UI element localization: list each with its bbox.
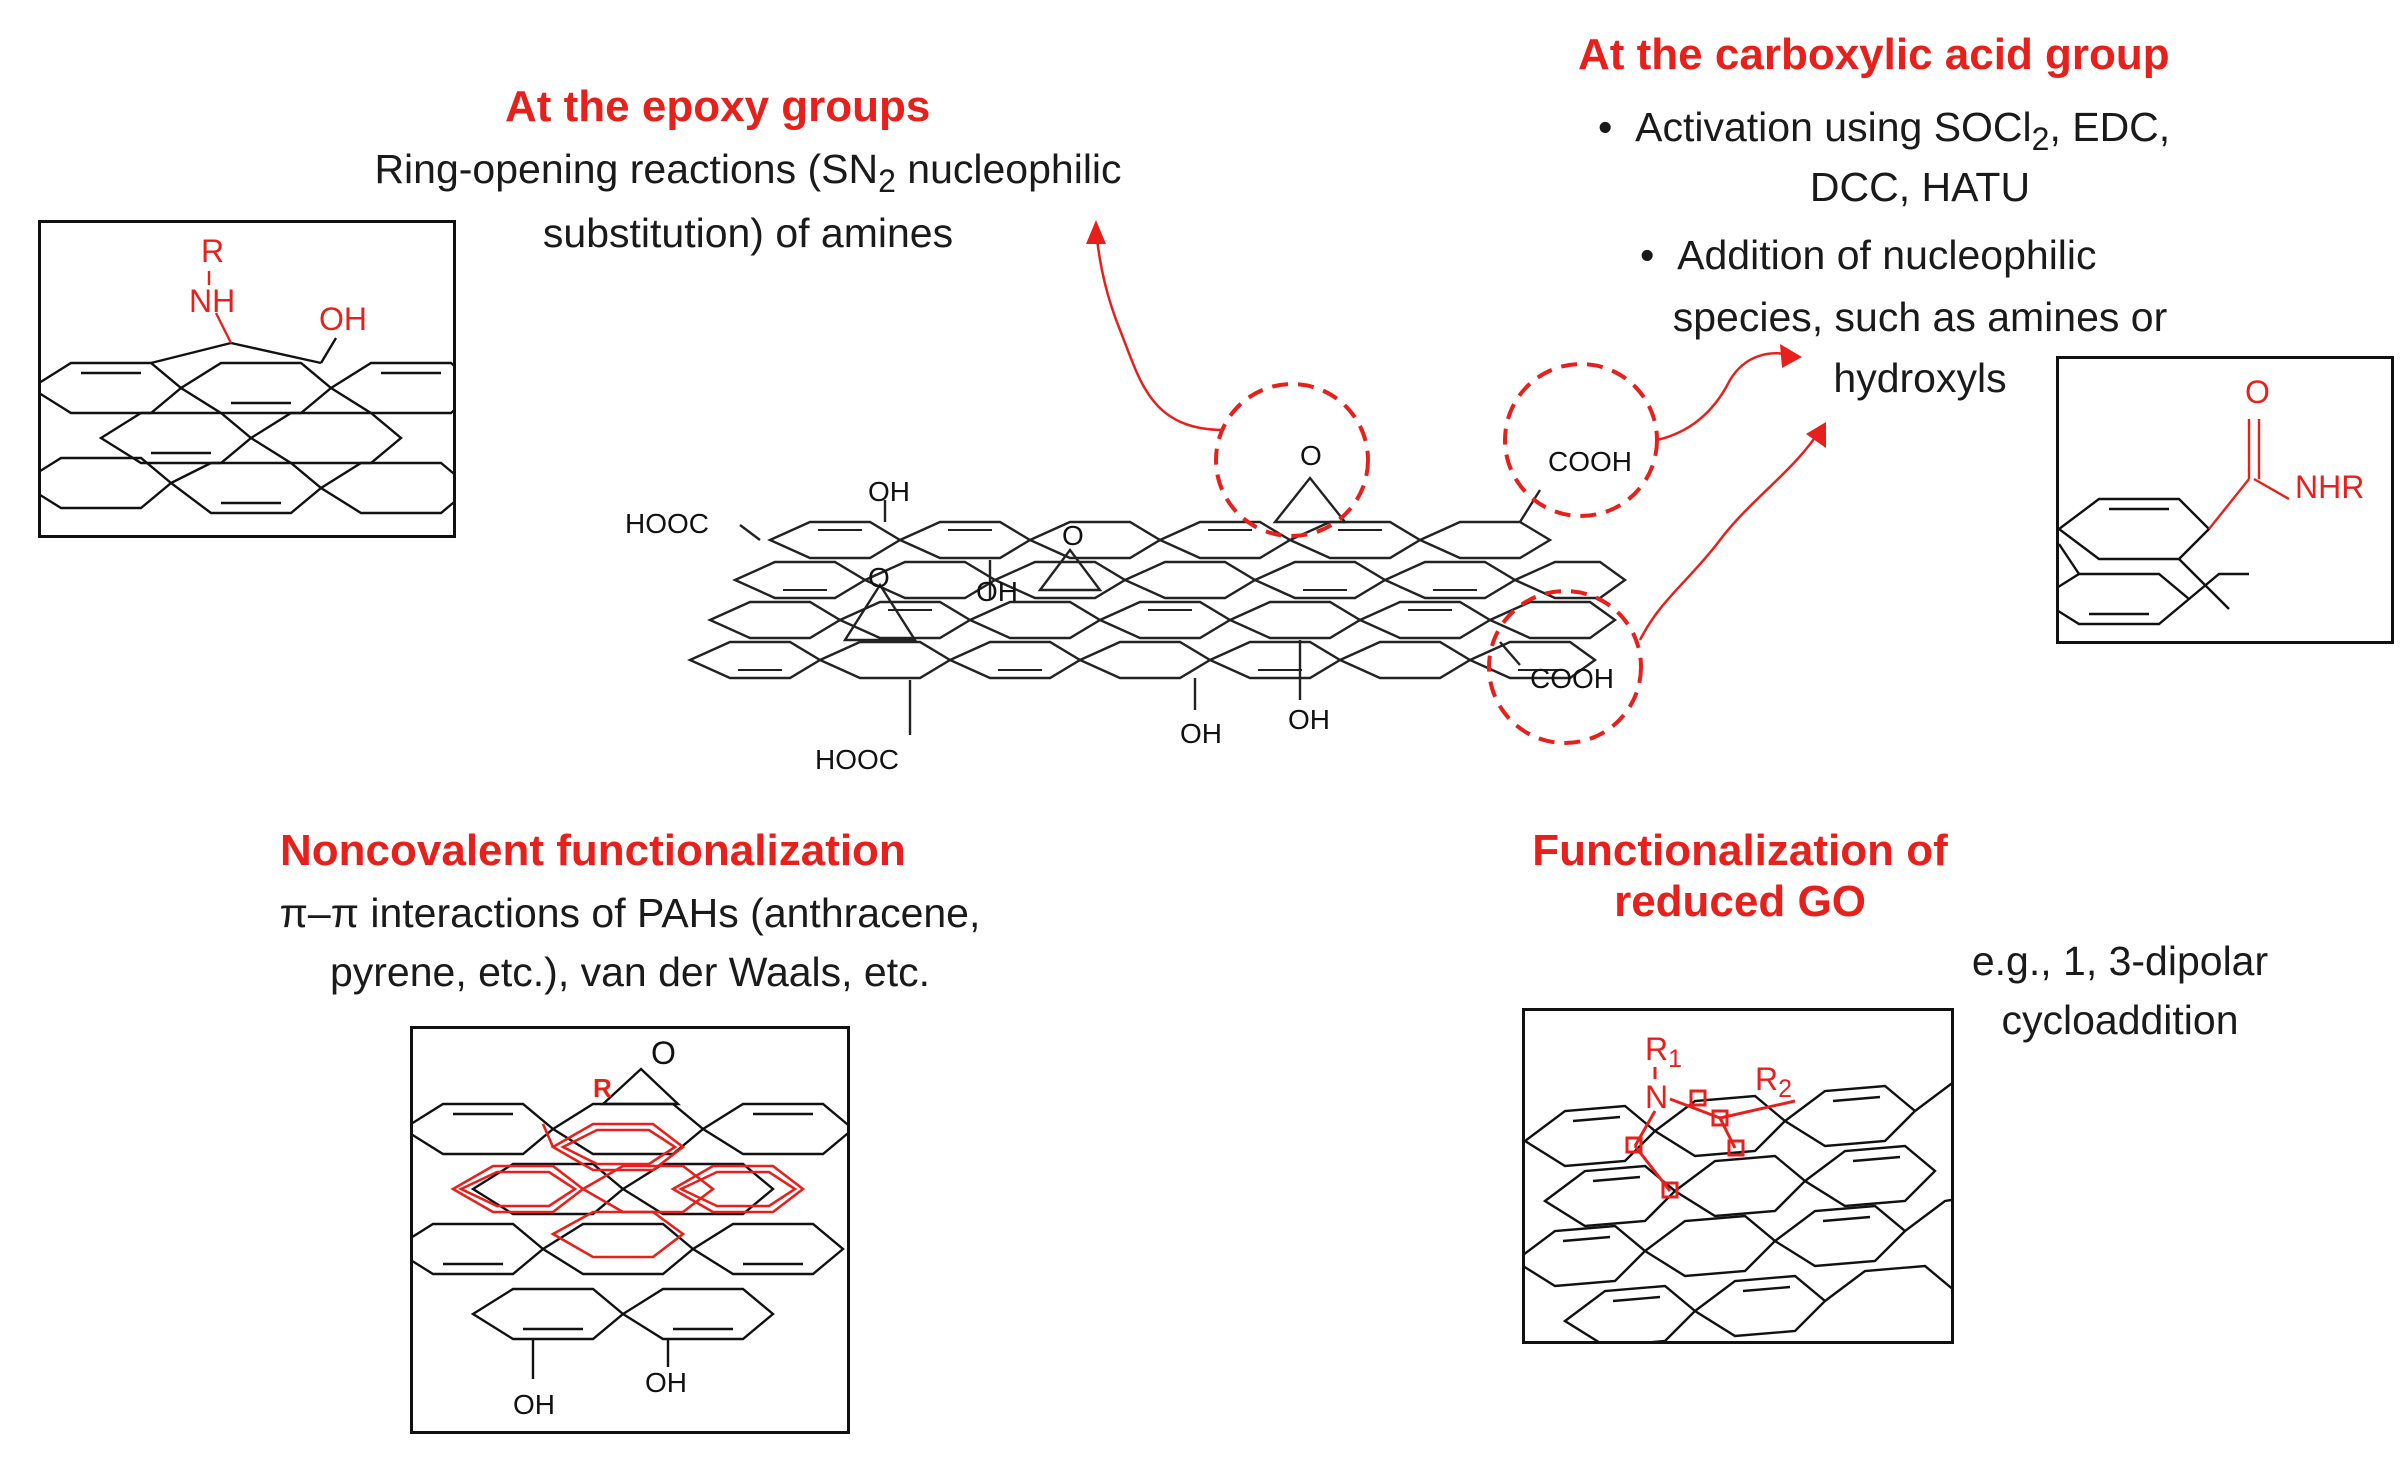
cyclo-r1-label: R1 [1645,1031,1682,1073]
sheet-row-2 [732,560,1628,600]
epoxy-description: Ring-opening reactions (SN2 nucleophilic… [318,140,1178,264]
cooh-bottom-highlight-circle [1487,589,1643,745]
cyclo-r2-label: R2 [1755,1061,1792,1103]
pah-oh-label-1: OH [513,1389,555,1420]
cyclo-n-label: N [1645,1079,1669,1115]
noncovalent-description: π–π interactions of PAHs (anthracene, py… [180,884,1080,1003]
sheet-row-4 [687,640,1598,680]
amine-nh-label: NH [189,283,236,319]
amine-product-structure: R NH OH [38,220,456,538]
carboxylic-bullet-1-line-2: DCC, HATU [1809,164,2031,210]
epoxy-arrow [1094,229,1225,432]
oh-label-3: OH [1180,718,1222,749]
reduced-go-example-line-1: e.g., 1, 3-dipolar [1971,938,2269,984]
carboxylic-bullet-2-line-3: hydroxyls [1833,355,2007,401]
amine-r-label: R [201,233,225,269]
bullet-dot-1: • [1598,104,1636,150]
reduced-go-heading-line-2: reduced GO [1614,876,1866,926]
epoxy-heading: At the epoxy groups [505,82,931,131]
epoxy-o-label-3: O [1300,440,1322,471]
reduced-go-example: e.g., 1, 3-dipolar cycloaddition [1910,932,2330,1051]
carboxylic-bullet-2-line-2: species, such as amines or [1672,294,2168,340]
hooc-label-top: HOOC [625,508,709,539]
amine-lattice [41,271,453,515]
pah-oh-label-2: OH [645,1367,687,1398]
reduced-go-heading-line-1: Functionalization of [1532,826,1948,875]
sheet-row-3 [707,600,1618,640]
cooh-label-bottom: COOH [1530,663,1614,694]
sheet-row-1 [767,520,1553,560]
amide-lattice [2059,419,2290,626]
amine-oh-label: OH [319,301,367,337]
noncovalent-line-2: pyrene, etc.), van der Waals, etc. [329,949,931,996]
bullet-dot-2: • [1640,232,1678,278]
reduced-go-example-line-2: cycloaddition [2001,997,2239,1044]
hooc-label-bottom: HOOC [815,744,899,775]
pah-r-label: R [593,1073,612,1103]
epoxy-o-label-1: O [1062,520,1084,551]
epoxy-line-1: Ring-opening reactions (SN2 nucleophilic [374,146,1122,199]
amide-nhr-label: NHR [2295,469,2365,505]
noncovalent-line-1: π–π interactions of PAHs (anthracene, [279,890,981,936]
carboxylic-bullet-1: • Activation using SOCl2, EDC, [1598,104,2171,157]
amide-product-structure: O NHR [2056,356,2394,644]
epoxy-o-label-2: O [868,562,890,593]
cooh-label-top: COOH [1548,446,1632,477]
pah-o-label: O [651,1035,676,1071]
reduced-go-heading: Functionalization of reduced GO [1450,826,2030,927]
oh-label-1: OH [868,476,910,507]
oh-label-4: OH [1288,704,1330,735]
sheet-double-bonds [738,529,1562,671]
epoxy-highlight-circle [1214,382,1370,538]
carboxylic-bullet-2: • Addition of nucleophilic [1640,232,2097,278]
oh-label-2: OH [976,576,1018,607]
amide-o-label: O [2245,374,2270,410]
epoxy-line-2: substitution) of amines [542,210,954,257]
cycloaddition-lattice [1525,1067,1951,1341]
pah-stacking-structure: R O OH OH [410,1026,850,1434]
pah-lattice [413,1067,847,1379]
cooh-top-arrow [1656,352,1791,442]
noncovalent-heading: Noncovalent functionalization [280,826,906,875]
cycloaddition-structure: R1 N R2 [1522,1008,1954,1344]
cooh-bottom-arrow [1638,429,1822,641]
carboxylic-heading: At the carboxylic acid group [1578,30,2170,79]
